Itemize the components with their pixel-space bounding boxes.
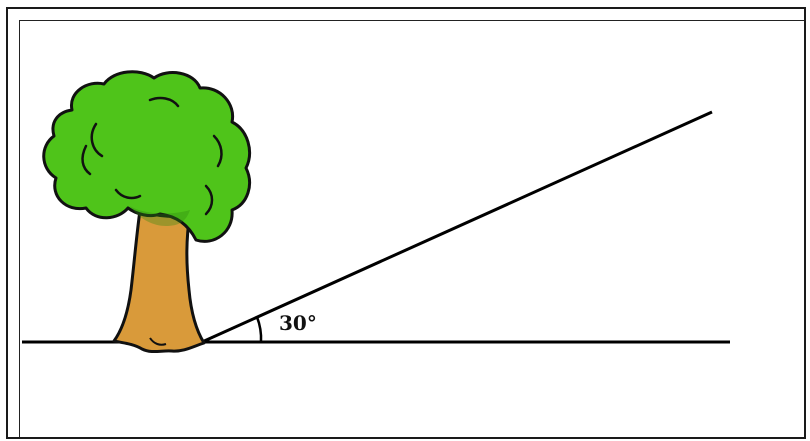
foliage-detail-5 [114, 188, 142, 200]
foliage-detail-2 [81, 144, 92, 176]
tree-trunk [112, 208, 206, 354]
foliage-detail-6 [148, 96, 180, 108]
angle-label: 30° [279, 311, 317, 335]
tree-foliage [42, 70, 251, 243]
foliage-shadow [130, 206, 190, 226]
sight-line [201, 110, 713, 344]
trunk-root-detail [149, 337, 167, 346]
tree-icon [42, 70, 251, 354]
foliage-detail-4 [204, 184, 214, 216]
inner-frame-border [19, 20, 804, 437]
foliage-detail-3 [212, 134, 223, 168]
foliage-detail-1 [90, 122, 104, 158]
angle-arc [255, 316, 263, 343]
